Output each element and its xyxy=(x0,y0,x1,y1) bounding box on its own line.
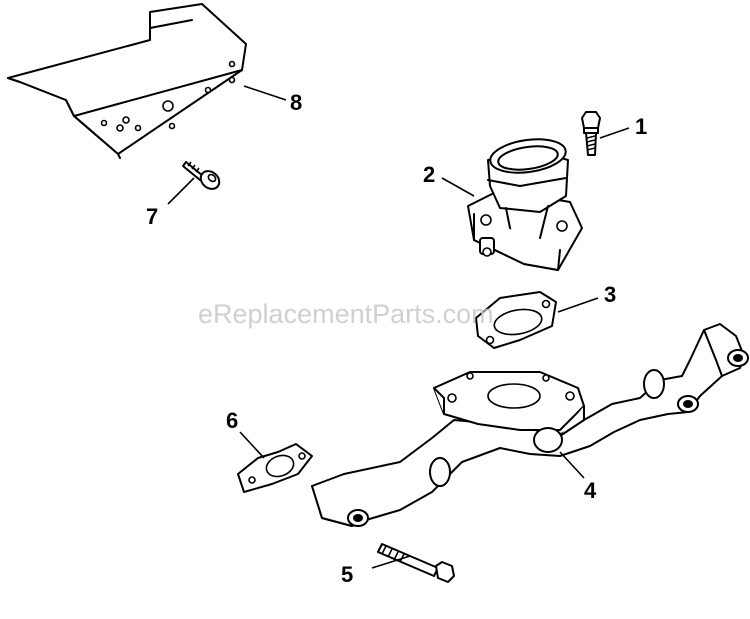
callout-3: 3 xyxy=(604,282,616,307)
watermark-text: eReplacementParts.com xyxy=(198,299,494,329)
leader-1 xyxy=(599,127,630,139)
part-5-bolt[interactable] xyxy=(377,543,455,583)
callout-2: 2 xyxy=(423,162,435,187)
leader-2 xyxy=(441,177,475,197)
leader-7 xyxy=(167,177,195,205)
callout-4: 4 xyxy=(584,478,597,503)
part-8-heat-shield[interactable] xyxy=(7,3,247,159)
leader-8 xyxy=(243,85,287,101)
leader-5 xyxy=(371,555,411,569)
callout-7: 7 xyxy=(146,204,158,229)
leader-3 xyxy=(557,297,599,313)
callout-1: 1 xyxy=(635,114,647,139)
part-4-intake-manifold[interactable] xyxy=(311,323,749,527)
callout-8: 8 xyxy=(290,90,302,115)
callout-5: 5 xyxy=(341,562,353,587)
part-7-screw[interactable] xyxy=(182,161,223,193)
leader-4 xyxy=(559,451,585,479)
leader-6 xyxy=(239,431,265,459)
part-3-gasket[interactable] xyxy=(475,291,557,349)
callout-6: 6 xyxy=(226,408,238,433)
part-2-carburetor-adapter[interactable] xyxy=(467,135,583,271)
part-1-bolt[interactable] xyxy=(581,111,601,156)
part-6-gasket[interactable] xyxy=(237,443,313,493)
